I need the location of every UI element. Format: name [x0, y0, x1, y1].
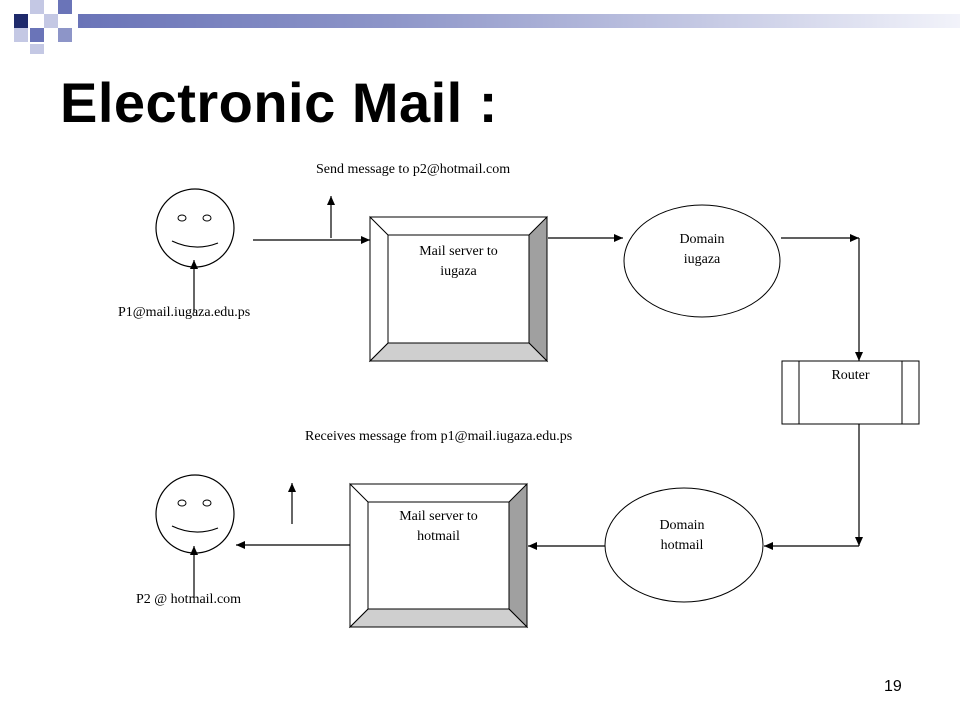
header-square-lavender-left	[14, 28, 28, 42]
router-box	[781, 360, 920, 425]
header-square-blue-small	[58, 28, 72, 42]
mail-server-sender-text: Mail server to iugaza	[388, 242, 529, 282]
domain-sender-text: Domain iugaza	[640, 230, 764, 270]
mail-server-receiver-box	[348, 482, 529, 629]
header-decoration	[0, 0, 960, 54]
domain-sender-line1: Domain	[679, 232, 725, 247]
mail-server-receiver-text: Mail server to hotmail	[368, 507, 509, 547]
header-square-navy	[14, 14, 28, 28]
header-square-lavender-bottom	[30, 44, 44, 54]
page-number: 19	[884, 678, 902, 695]
receiver-address-label: P2 @ hotmail.com	[136, 592, 242, 607]
domain-receiver-line1: Domain	[659, 518, 705, 533]
mail-server-sender-box	[368, 215, 549, 363]
domain-sender-line2: iugaza	[683, 252, 721, 267]
header-square-blue-mid	[30, 28, 44, 42]
send-message-label: Send message to p2@hotmail.com	[316, 162, 511, 177]
header-gradient-bar	[78, 14, 960, 28]
mail-server-sender-line2: iugaza	[440, 264, 477, 279]
sender-smiley-icon	[155, 188, 235, 268]
router-label: Router	[831, 368, 870, 383]
domain-sender-ellipse	[623, 204, 781, 318]
flow-arrows	[190, 196, 863, 597]
domain-receiver-text: Domain hotmail	[620, 516, 744, 556]
domain-receiver-line2: hotmail	[660, 538, 704, 553]
page-title: Electronic Mail :	[60, 71, 498, 134]
mail-server-sender-line1: Mail server to	[419, 244, 498, 259]
header-square-lavender-top	[30, 0, 44, 14]
mail-server-receiver-line2: hotmail	[417, 529, 460, 544]
header-square-lavender-right	[44, 14, 58, 28]
domain-receiver-ellipse	[604, 487, 764, 603]
header-square-blue-top	[58, 0, 72, 14]
sender-address-label: P1@mail.iugaza.edu.ps	[118, 305, 251, 320]
receive-message-label: Receives message from p1@mail.iugaza.edu…	[305, 429, 573, 444]
receiver-smiley-icon	[155, 474, 235, 554]
mail-server-receiver-line1: Mail server to	[399, 509, 478, 524]
